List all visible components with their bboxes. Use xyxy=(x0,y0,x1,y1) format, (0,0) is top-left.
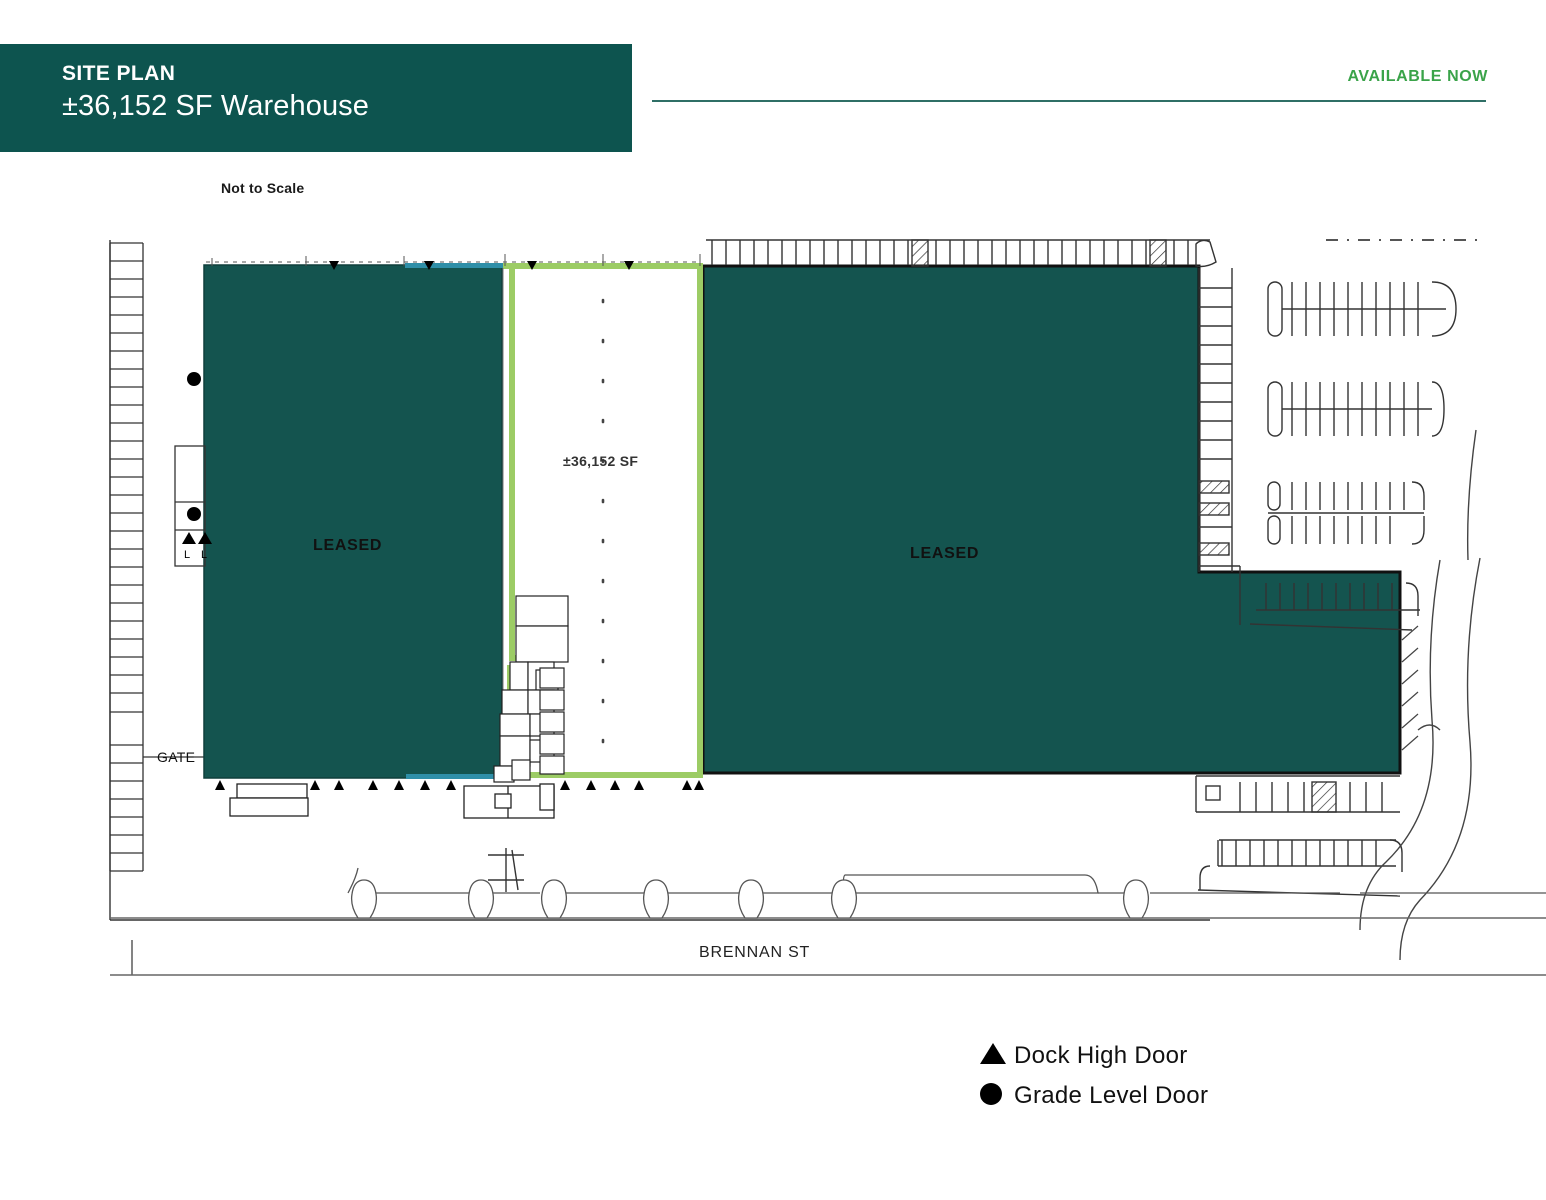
grade-level-door-mid xyxy=(187,507,201,521)
left-building-footprint xyxy=(203,264,503,779)
left-building-top-strip xyxy=(405,263,503,268)
legend-item-grade-level-door: Grade Level Door xyxy=(980,1082,1340,1110)
north-dock-high-doors xyxy=(329,261,634,270)
sidewalk-line xyxy=(347,867,1546,894)
scale-note: Not to Scale xyxy=(221,180,305,196)
page-subtitle: ±36,152 SF Warehouse xyxy=(62,90,370,123)
header-divider-rule xyxy=(652,100,1486,102)
dock-high-door-west-1 xyxy=(182,532,196,544)
page-title: SITE PLAN xyxy=(62,62,176,85)
available-area-label: ±36,152 SF xyxy=(563,453,639,469)
street-curb-line xyxy=(110,917,1546,976)
office-buildout-detail xyxy=(493,595,569,783)
header-banner: SITE PLAN ±36,152 SF Warehouse xyxy=(0,44,632,152)
dock-letter-2: L xyxy=(201,549,208,561)
south-dock-high-doors xyxy=(215,780,704,790)
north-truck-court-stalls xyxy=(706,239,1217,268)
southeast-parking-stalls xyxy=(1195,775,1403,897)
map-legend: Dock High Door Grade Level Door xyxy=(980,1042,1340,1122)
southeast-street-stalls xyxy=(1217,839,1396,866)
east-landscape-hatch xyxy=(1401,625,1419,751)
right-building-label: LEASED xyxy=(910,545,980,562)
east-parking-stalls xyxy=(1198,268,1241,625)
south-apron-structures xyxy=(229,783,555,819)
grade-level-door-icon xyxy=(980,1082,1014,1110)
dock-high-door-icon xyxy=(980,1043,1014,1069)
east-driveway-curves xyxy=(1359,429,1481,961)
legend-label-grade-level-door: Grade Level Door xyxy=(1014,1082,1209,1109)
street-name-label: BRENNAN ST xyxy=(699,944,811,961)
right-building-footprint xyxy=(701,264,1402,775)
grade-level-door-north xyxy=(187,372,201,386)
east-parking-bays xyxy=(1249,281,1457,631)
legend-item-dock-high-door: Dock High Door xyxy=(980,1042,1340,1070)
dock-high-door-west-2 xyxy=(198,532,212,544)
north-wall-detail xyxy=(206,254,701,266)
gate-label: GATE xyxy=(157,749,196,765)
legend-label-dock-high-door: Dock High Door xyxy=(1014,1042,1188,1069)
west-door-enclosure xyxy=(174,445,206,567)
left-building-bottom-strip xyxy=(406,774,502,779)
dock-letter-1: L xyxy=(184,549,191,561)
street-pole-marker xyxy=(488,848,524,892)
street-trees xyxy=(350,879,1150,919)
availability-badge: AVAILABLE NOW xyxy=(1347,68,1488,85)
left-building-label: LEASED xyxy=(313,537,383,554)
west-parking-stalls xyxy=(109,242,144,872)
